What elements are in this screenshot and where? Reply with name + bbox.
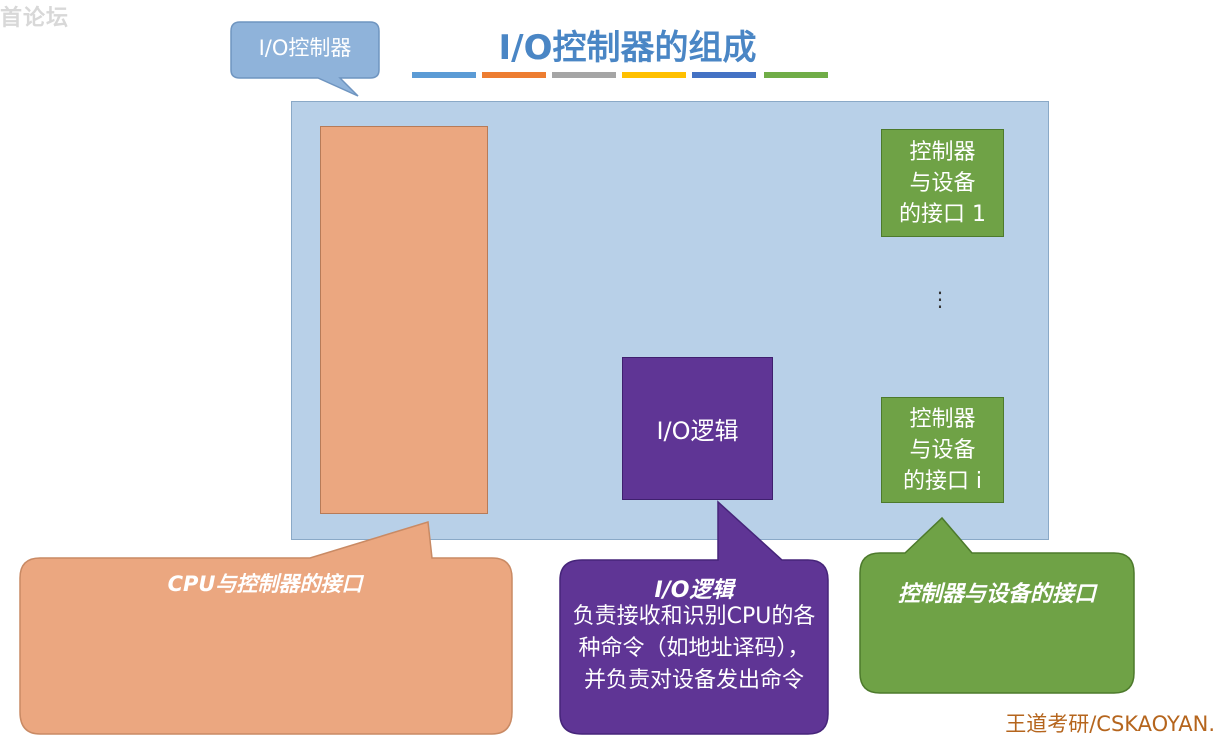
io-logic-callout-body: 负责接收和识别CPU的各种命令（如地址译码），并负责对设备发出命令 — [572, 604, 816, 693]
io-logic-callout-title: I/O逻辑 — [654, 578, 734, 603]
watermark-bottom-right: 王道考研/CSKAOYAN. — [1005, 712, 1215, 736]
io-logic-callout-shape — [559, 500, 829, 735]
slide-title: I/O控制器的组成 — [498, 28, 757, 68]
controller-label-callout-shape — [230, 21, 380, 97]
device-interface-1-box: 控制器 与设备 的接口 1 — [881, 129, 1004, 237]
title-underline-bar-6 — [764, 72, 828, 78]
cpu-callout-shape — [19, 521, 513, 735]
title-underline-bar-1 — [412, 72, 476, 78]
device-callout-text: 控制器与设备的接口 — [897, 582, 1096, 607]
cpu-interface-box — [320, 126, 488, 514]
title-underline-bar-4 — [622, 72, 686, 78]
device-interface-i-box: 控制器 与设备 的接口 i — [881, 397, 1004, 503]
device-callout-shape — [859, 516, 1135, 694]
controller-label: I/O控制器 — [258, 36, 352, 60]
io-logic-box: I/O逻辑 — [622, 357, 773, 500]
watermark-top-left: 首论坛 — [0, 6, 70, 31]
title-underline-bar-3 — [552, 72, 616, 78]
title-underline-bar-2 — [482, 72, 546, 78]
title-underline-bar-5 — [692, 72, 756, 78]
cpu-callout-text: CPU与控制器的接口 — [167, 572, 363, 596]
